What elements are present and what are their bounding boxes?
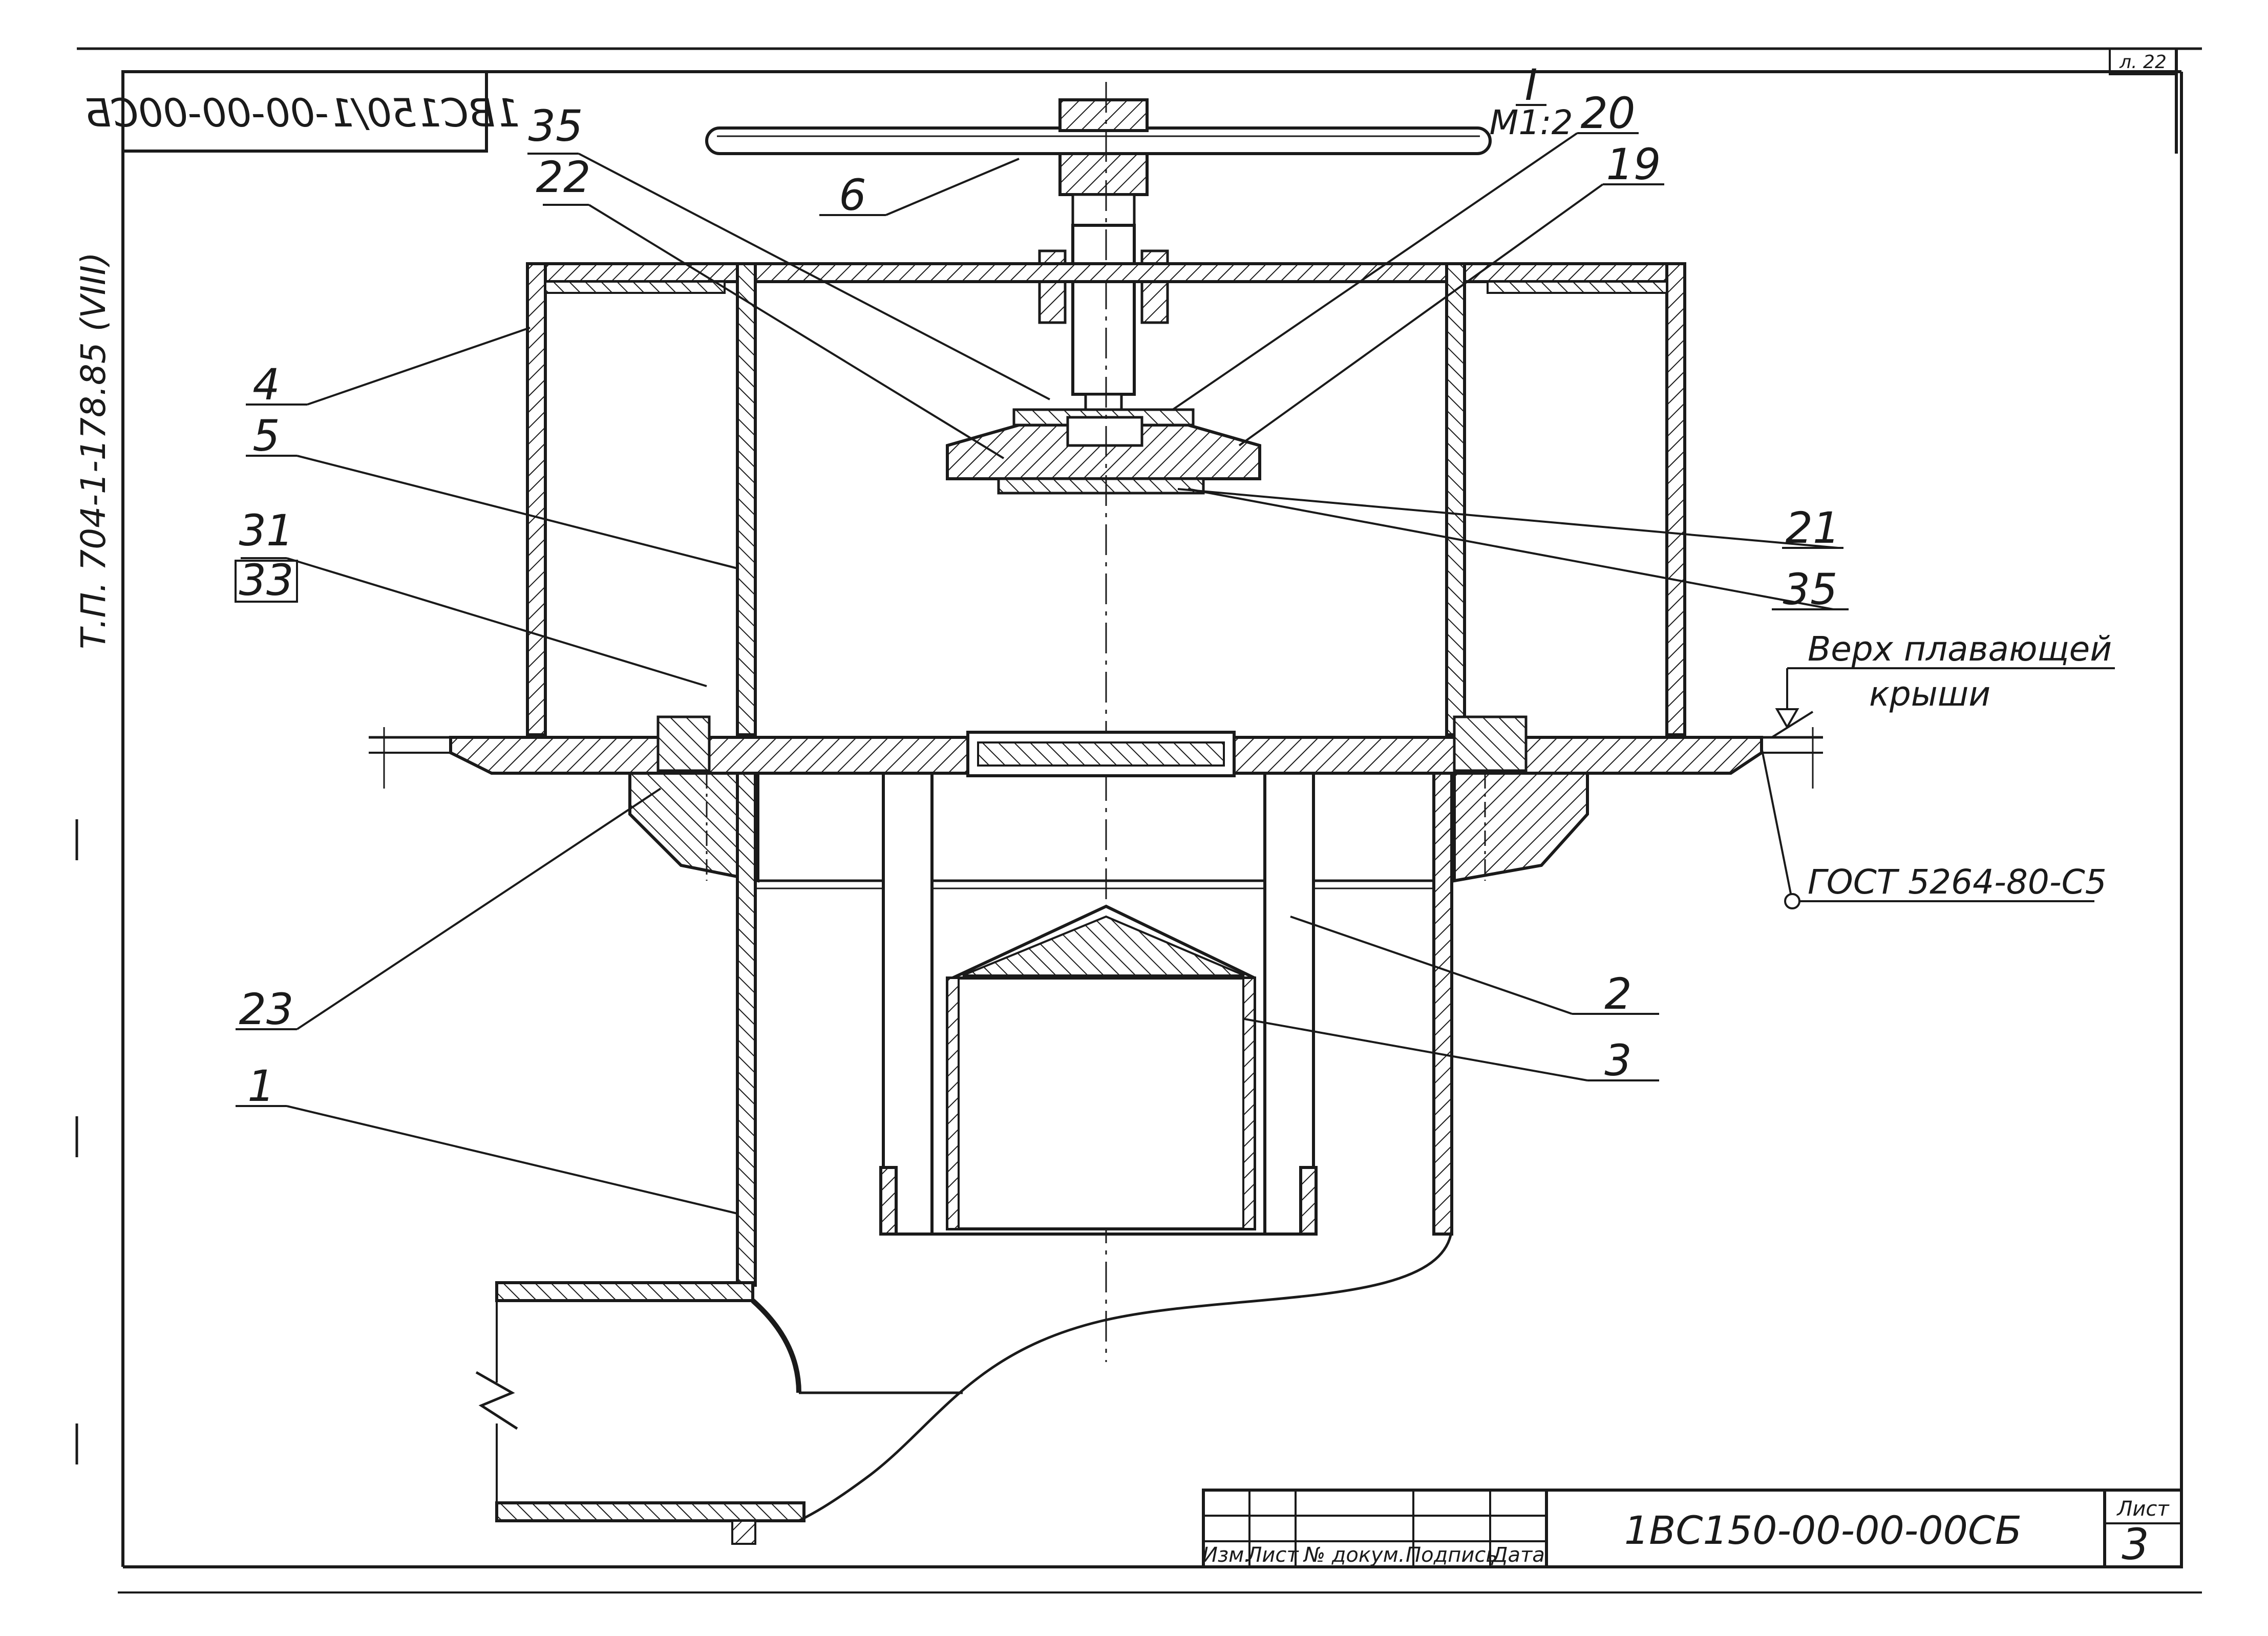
valve-disc [946, 408, 1261, 495]
callout-35-right: 35 [1783, 564, 1838, 614]
callout-labels: 35 22 6 20 19 4 5 31 33 21 35 23 1 2 3 [235, 88, 1840, 1111]
callout-21: 21 [1786, 503, 1840, 553]
lower-pipe [736, 772, 1453, 1287]
callout-1: 1 [247, 1061, 274, 1111]
view-number: I [1525, 60, 1538, 110]
title-block: Изм. Лист № докум. Подпись Дата 1ВС150-0… [1202, 1489, 2183, 1569]
tb-header-date: Дата [1491, 1543, 1545, 1567]
spindle [1038, 224, 1169, 419]
flange-plate [449, 715, 1763, 777]
callout-31: 31 [239, 505, 294, 556]
outlet-elbow [475, 1228, 1453, 1545]
callout-20: 20 [1581, 88, 1636, 138]
tb-header-sign: Подпись [1406, 1543, 1498, 1567]
tb-header-doc: № докум. [1303, 1543, 1405, 1567]
tb-header-izm: Изм. [1202, 1543, 1250, 1567]
tb-header-list: Лист [1245, 1543, 1299, 1567]
float [946, 904, 1256, 1230]
callout-3: 3 [1604, 1035, 1631, 1086]
hub-ring [628, 772, 1589, 883]
weld-standard: ГОСТ 5264-80-С5 [1808, 862, 2107, 902]
tb-sheet-number: 3 [2122, 1519, 2149, 1569]
callout-33-box [235, 560, 298, 603]
sheet-ref-text: л. 22 [2119, 52, 2167, 73]
sheet-ref-box: л. 22 [2109, 48, 2177, 75]
callout-4: 4 [252, 359, 280, 410]
outer-casing [526, 262, 1686, 736]
leader-lines [236, 132, 2115, 1215]
roof-label-line1: Верх плавающей [1808, 629, 2112, 669]
callout-35-top: 35 [528, 101, 583, 151]
callout-5: 5 [252, 411, 280, 461]
callout-6: 6 [839, 170, 866, 220]
view-scale: М1:2 [1489, 103, 1573, 142]
callout-19: 19 [1606, 139, 1661, 189]
guide-columns [879, 772, 1318, 1236]
handwheel [705, 98, 1492, 227]
side-note: Т.П. 704-1-178.85 (VIII) [74, 252, 113, 649]
mirrored-code-box: 1ВС150/1-00-00-00СБ [84, 70, 520, 153]
view-designation: I М1:2 [1489, 60, 1573, 142]
tb-document-code: 1ВС150-00-00-00СБ [1624, 1507, 2022, 1553]
mirrored-code-text: 1ВС150/1-00-00-00СБ [84, 90, 520, 136]
callout-2: 2 [1604, 969, 1631, 1019]
inner-tubes [736, 262, 1466, 736]
tb-sheet-label: Лист [2116, 1497, 2170, 1521]
roof-label-line2: крыши [1869, 674, 1990, 714]
callout-33: 33 [239, 555, 294, 605]
callout-22: 22 [536, 152, 591, 202]
callout-23: 23 [239, 984, 294, 1034]
roof-annotation: Верх плавающей крыши [1808, 629, 2112, 714]
